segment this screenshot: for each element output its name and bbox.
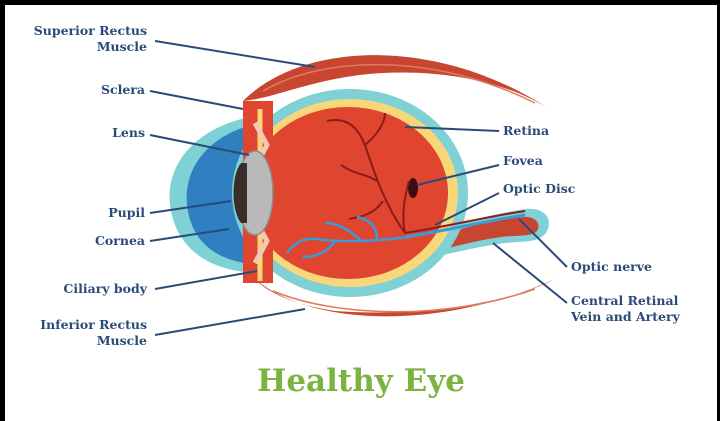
label-sclera: Sclera: [7, 82, 145, 98]
label-superior-rectus-muscle: Superior Rectus Muscle: [7, 23, 147, 55]
label-fovea: Fovea: [503, 153, 543, 169]
label-ciliary-body: Ciliary body: [7, 281, 147, 297]
label-optic-disc: Optic Disc: [503, 181, 575, 197]
label-central-retinal-vein-artery: Central Retinal Vein and Artery: [571, 293, 680, 325]
label-pupil: Pupil: [7, 205, 145, 221]
vitreous-body: [248, 107, 448, 279]
label-cornea: Cornea: [7, 233, 145, 249]
label-optic-nerve: Optic nerve: [571, 259, 652, 275]
fovea-mark: [408, 178, 418, 198]
diagram-title: Healthy Eye: [5, 363, 717, 399]
label-inferior-rectus-muscle: Inferior Rectus Muscle: [7, 317, 147, 349]
label-retina: Retina: [503, 123, 549, 139]
label-lens: Lens: [7, 125, 145, 141]
